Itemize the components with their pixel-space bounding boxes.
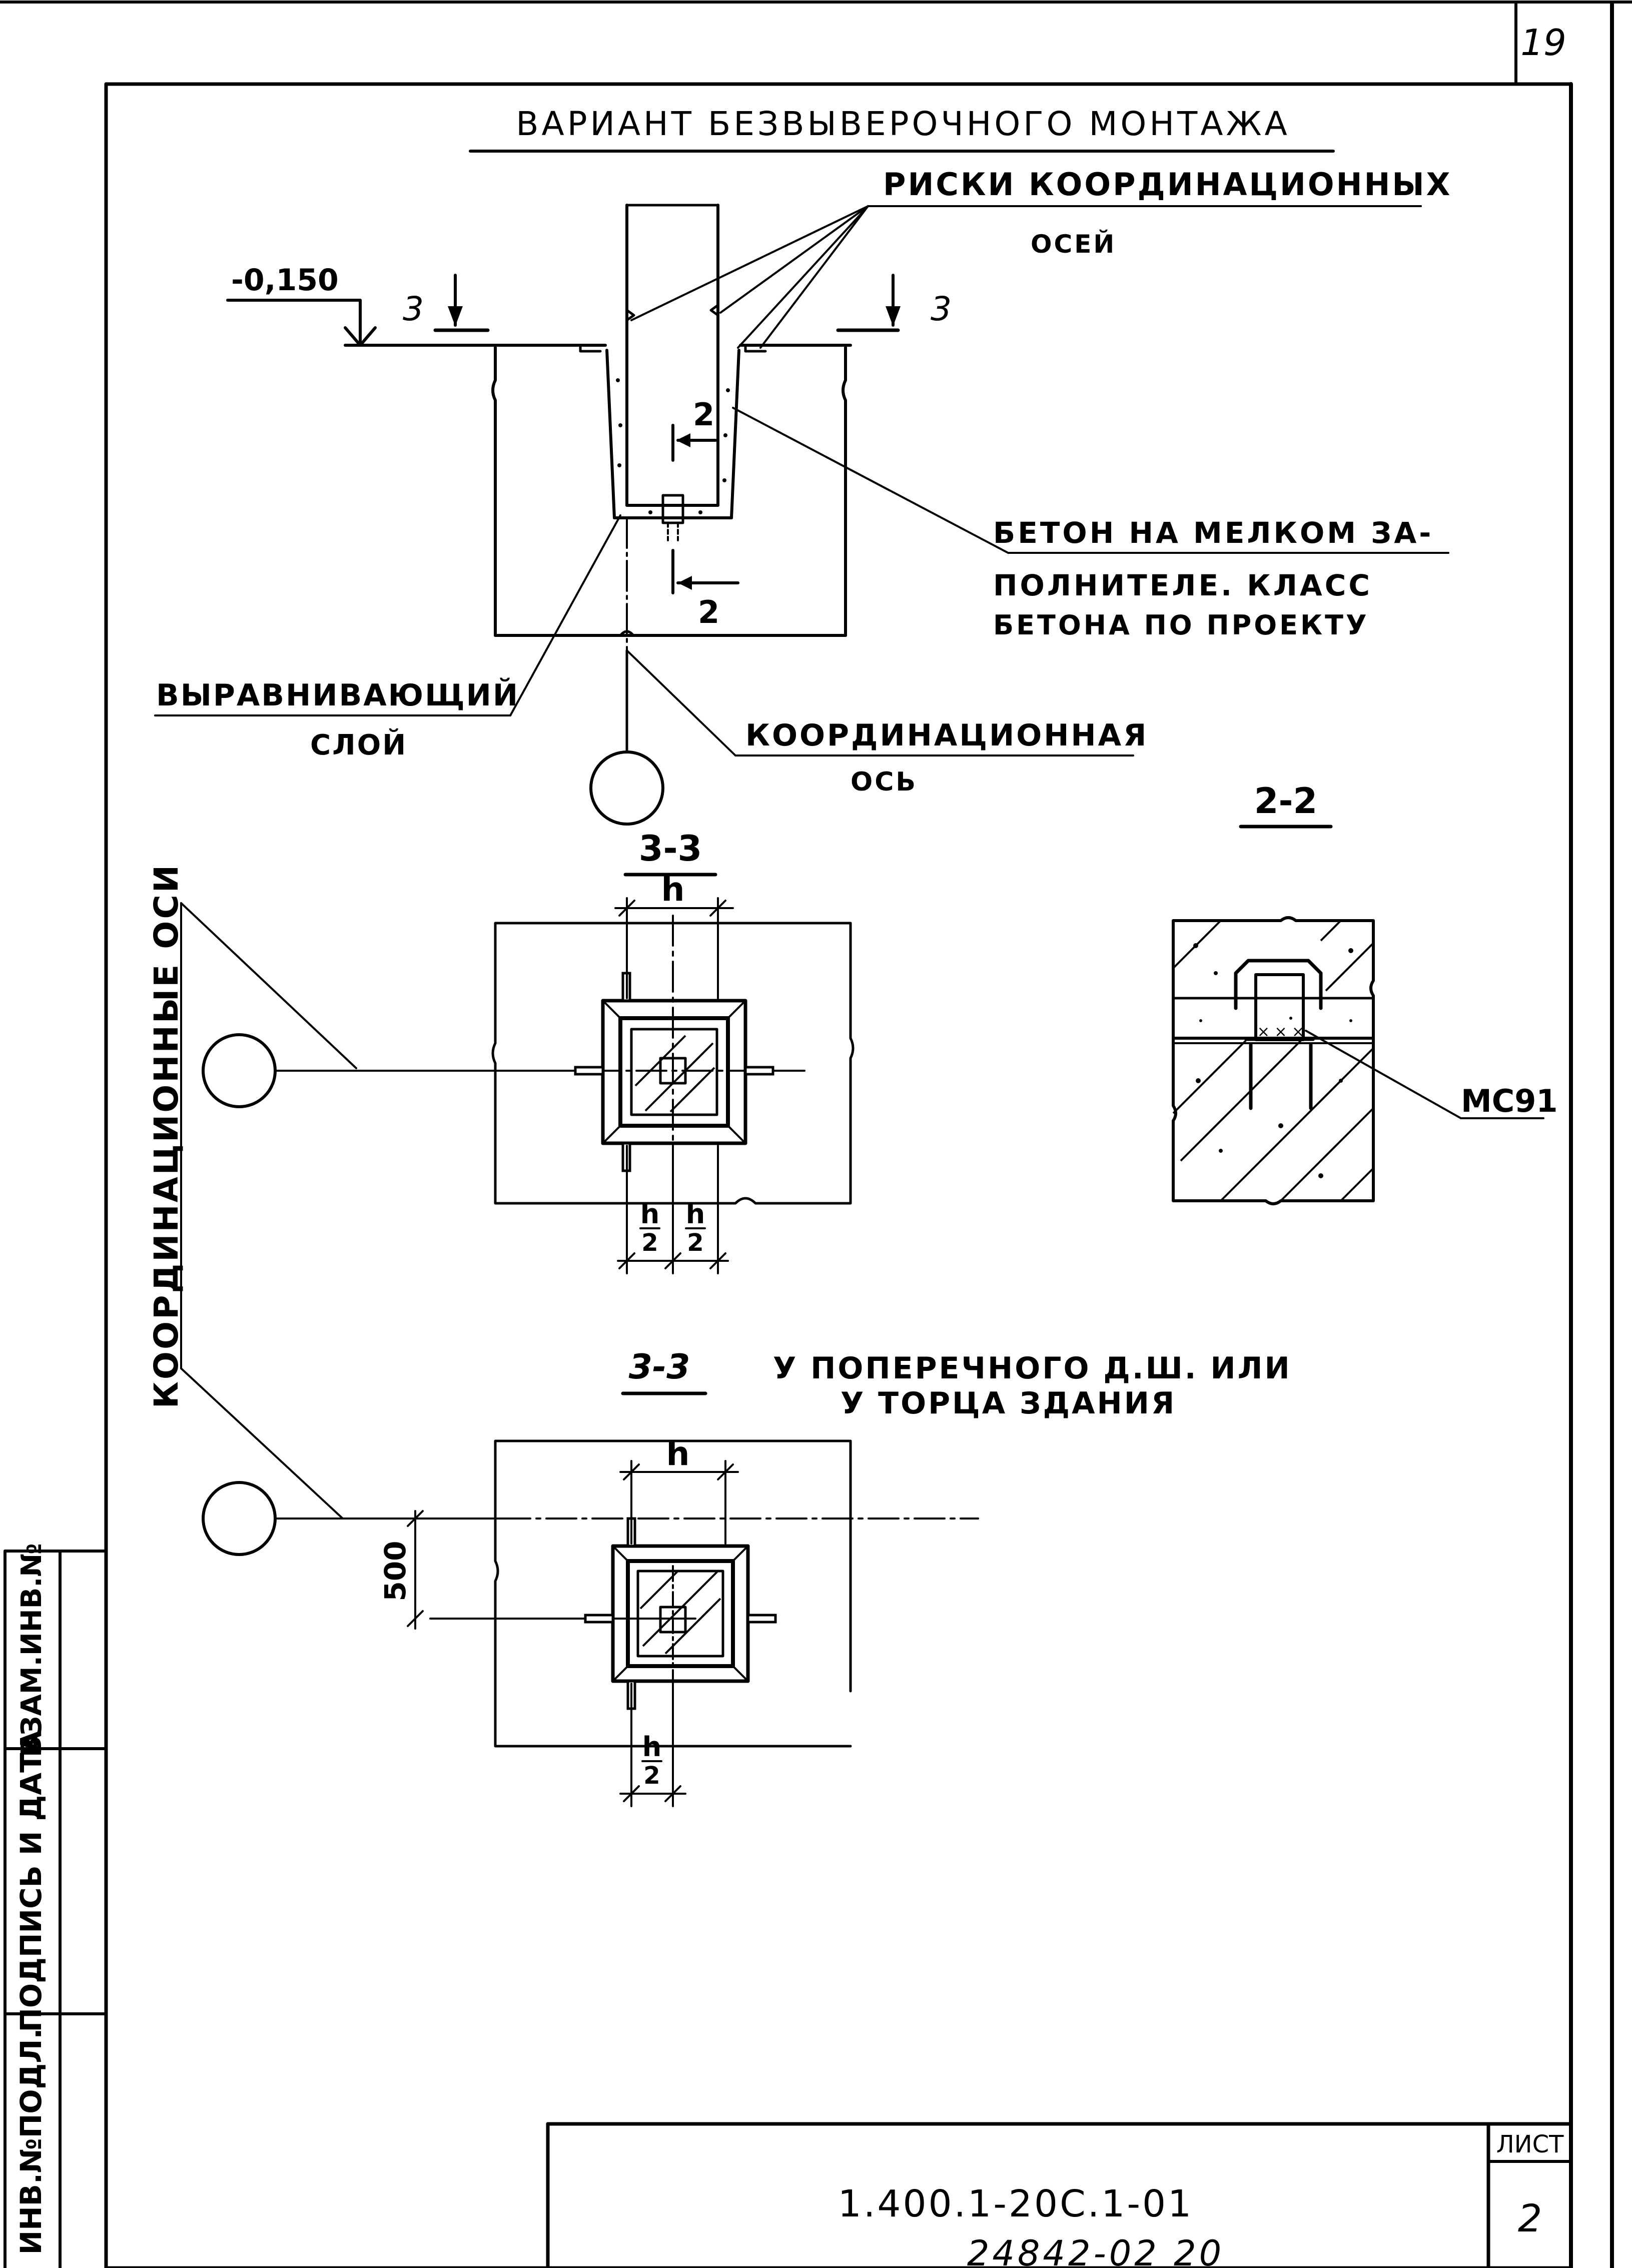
side-stamp: ИНВ.№ПОДЛ. ПОДПИСЬ И ДАТА ВЗАМ.ИНВ.№ [4,1543,108,2268]
concrete-label-line1: БЕТОН НА МЕЛКОМ ЗА- [993,516,1433,550]
concrete-label-line2: ПОЛНИТЕЛЕ. КЛАСС [993,568,1372,602]
section-cut-label-left: 3 [403,290,424,328]
section-22-detail: 2-2 × × × МС91 [1172,781,1557,1205]
leveling-label-line2: СЛОЙ [310,728,407,762]
sheet-label: ЛИСТ [1496,2130,1564,2158]
axis-bubble-2 [202,1481,277,1556]
side-stamp-vzam-inv: ВЗАМ.ИНВ.№ [16,1543,48,1757]
risks-label-line2: ОСЕЙ [1031,229,1116,259]
side-stamp-signature-date: ПОДПИСЬ И ДАТА [14,1730,48,2032]
plan-section-top: 3-3 h [202,828,855,1274]
section-33-bottom-note-line2: У ТОРЦА ЗДАНИЯ [841,1386,1176,1421]
dim-h-half-num-3: h [642,1731,661,1763]
coordination-axes-leaders: КООРДИНАЦИОННЫЕ ОСИ [147,863,357,1520]
side-stamp-inv-podl: ИНВ.№ПОДЛ. [14,2028,48,2255]
section-33-bottom-note-line1: У ПОПЕРЕЧНОГО Д.Ш. ИЛИ [773,1351,1292,1386]
elevation-level: -0,150 [231,263,339,298]
callout-concrete: БЕТОН НА МЕЛКОМ ЗА- ПОЛНИТЕЛЕ. КЛАСС БЕТ… [732,407,1449,641]
callout-leveling-layer: ВЫРАВНИВАЮЩИЙ СЛОЙ [154,514,621,762]
axis-bubble-top [589,750,664,826]
dim-h-half-den-3: 2 [643,1762,660,1790]
section-33-bottom-label: 3-3 [629,1347,690,1387]
section-33-top-label: 3-3 [639,828,702,869]
elevation-section [489,204,852,826]
mc91-label: МС91 [1461,1083,1557,1119]
section-cut-label-right: 3 [931,290,952,328]
section2-label-top: 2 [693,396,714,433]
callout-axis-marks: РИСКИ КООРДИНАЦИОННЫХ ОСЕЙ [630,166,1452,349]
axis-label-line2: ОСЬ [851,767,918,797]
dim-h-half-num-1: h [640,1198,659,1230]
axis-bubble-1 [202,1033,277,1108]
aggregate-specks [1193,943,1353,1178]
title-block: 1.400.1-20С.1-01 ЛИСТ 2 [546,2122,1573,2268]
corner-sheet-number: 19 [1520,22,1566,64]
plan-section-bottom: 3-3 У ПОПЕРЕЧНОГО Д.Ш. ИЛИ У ТОРЦА ЗДАНИ… [202,1347,1292,1807]
concrete-label-line3: БЕТОНА ПО ПРОЕКТУ [993,609,1369,641]
dim-h-half-num-2: h [686,1198,705,1230]
leveling-bolt [661,494,684,524]
section-cut-2: 2 2 [671,396,739,630]
weld-marks: × × × [1257,1023,1304,1041]
dim-h-top: h [661,870,685,909]
coordination-axes-label: КООРДИНАЦИОННЫЕ ОСИ [147,863,186,1408]
section-cut-3: 3 3 [403,274,952,332]
axis-label-line1: КООРДИНАЦИОННАЯ [745,718,1148,753]
dim-h-half-den-2: 2 [687,1229,703,1257]
archive-number: 24842-02 20 [967,2233,1224,2268]
sheet-number: 2 [1518,2196,1542,2240]
leveling-label-line1: ВЫРАВНИВАЮЩИЙ [156,677,519,713]
grout-speckles [616,378,730,514]
elevation-mark: -0,150 [226,263,492,347]
dim-h-half-den-1: 2 [641,1229,658,1257]
document-code: 1.400.1-20С.1-01 [838,2182,1193,2225]
dim-h-bottom: h [666,1434,690,1473]
section-22-label: 2-2 [1254,781,1317,822]
drawing-title: ВАРИАНТ БЕЗВЫВЕРОЧНОГО МОНТАЖА [516,105,1290,143]
dim-500: 500 [378,1541,412,1601]
risks-label-line1: РИСКИ КООРДИНАЦИОННЫХ [883,166,1452,203]
section2-label-bottom: 2 [698,594,719,630]
callout-coordination-axis: КООРДИНАЦИОННАЯ ОСЬ [626,649,1148,797]
